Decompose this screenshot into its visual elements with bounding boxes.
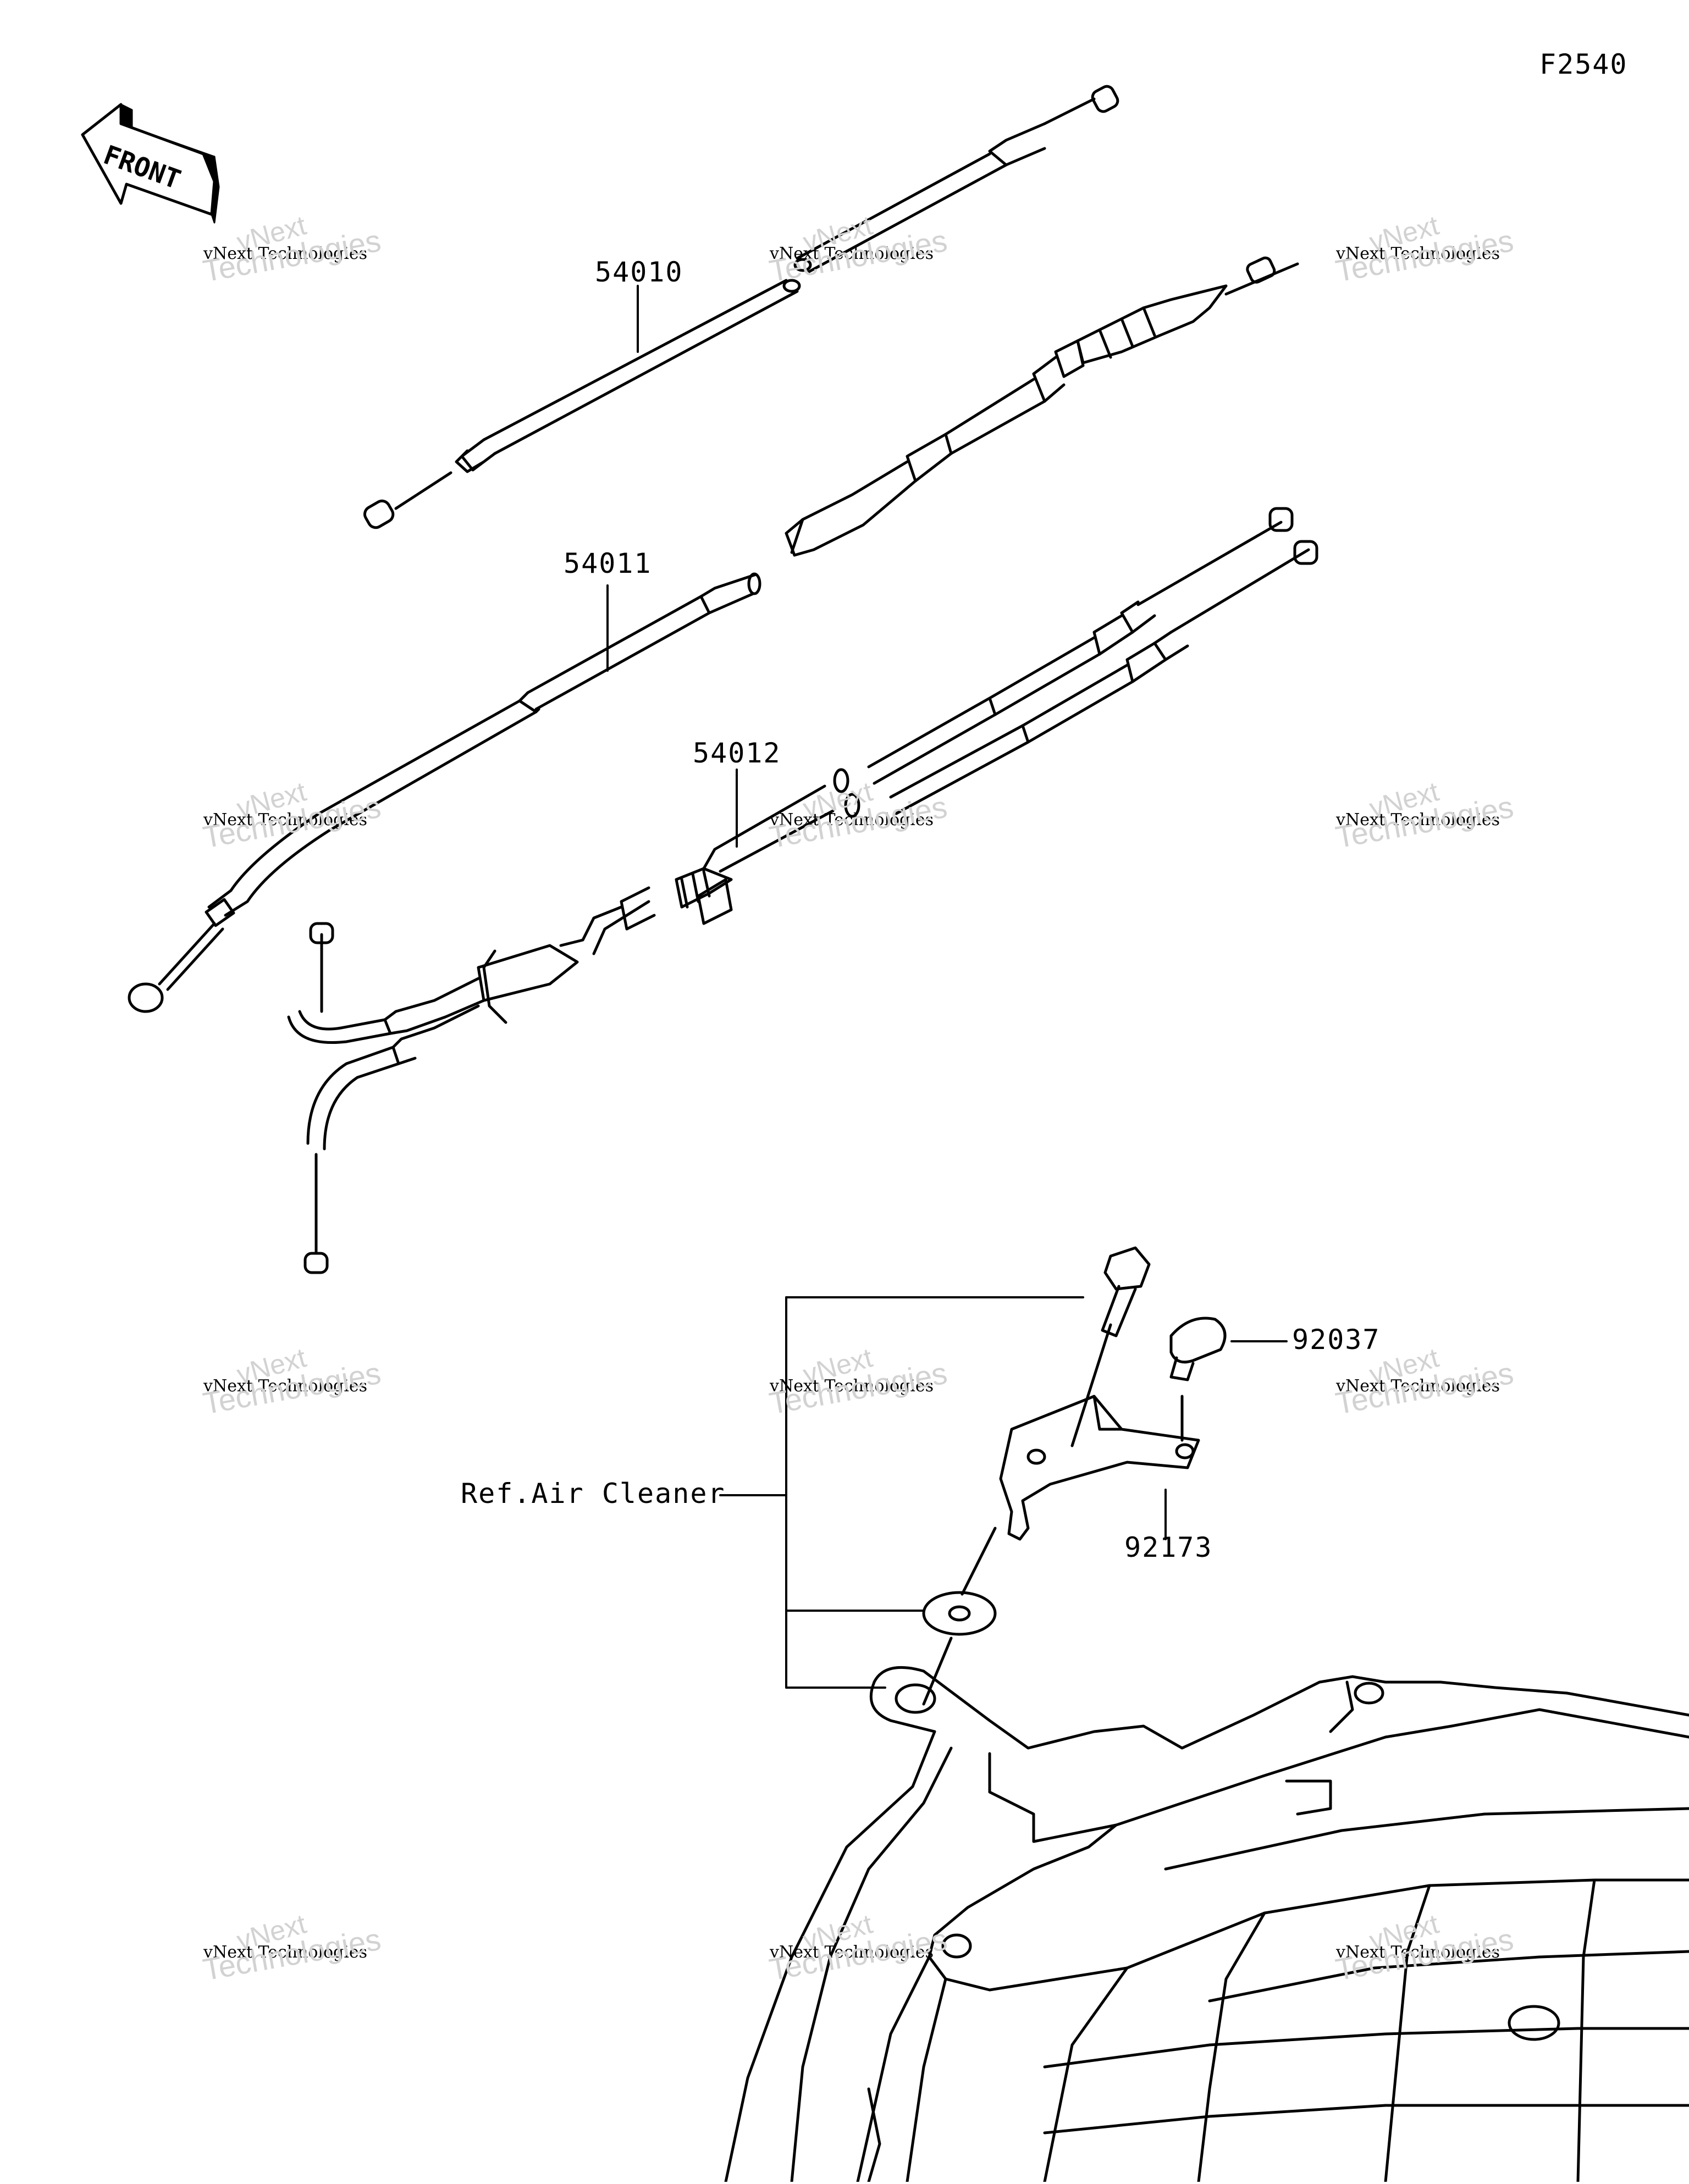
air-cleaner-housing xyxy=(724,1666,1689,2183)
cable-54010 xyxy=(363,85,1119,529)
washer xyxy=(922,1591,997,1706)
part-number-92037: 92037 xyxy=(1292,1324,1381,1356)
clip-92037 xyxy=(1169,1317,1227,1442)
figure-code: F2540 xyxy=(1539,48,1628,80)
part-number-54010: 54010 xyxy=(595,256,683,288)
cable-54012 xyxy=(287,507,1318,1274)
part-number-54011: 54011 xyxy=(564,548,652,579)
cable-54011 xyxy=(128,572,761,1013)
front-arrow-icon: FRONT xyxy=(81,103,220,224)
reference-label: Ref.Air Cleaner xyxy=(461,1478,726,1510)
bracket-92173 xyxy=(961,1395,1200,1596)
bolt xyxy=(1070,1246,1151,1447)
part-number-92173: 92173 xyxy=(1124,1531,1213,1563)
cable-boot-assembly xyxy=(785,256,1299,557)
leader-lines xyxy=(606,285,1288,1689)
part-number-54012: 54012 xyxy=(693,737,781,769)
